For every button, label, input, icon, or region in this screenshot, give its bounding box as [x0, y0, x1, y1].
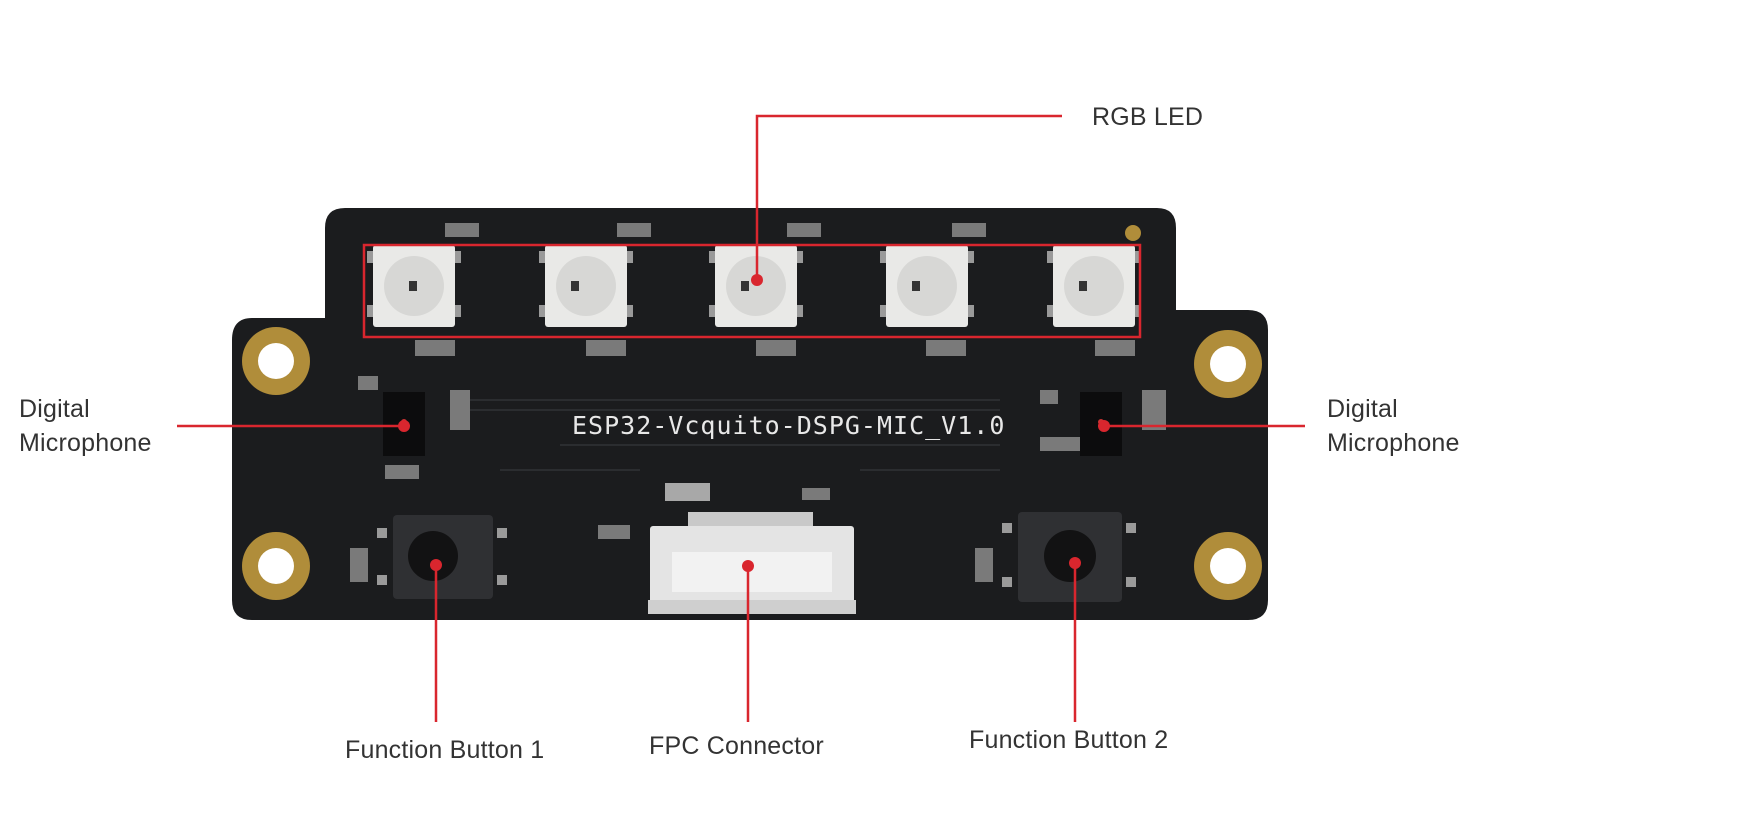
label-line: Microphone	[1327, 429, 1460, 457]
rgb-led	[709, 245, 803, 327]
rgb-led	[1047, 245, 1141, 327]
leader-lines	[177, 114, 1305, 722]
leader-endpoints	[398, 274, 1110, 572]
function-button-1	[377, 515, 507, 599]
label-line: Microphone	[19, 429, 152, 457]
smd-components	[350, 223, 1166, 582]
label-rgb-led: RGB LED	[1092, 103, 1204, 131]
label-line: Digital	[19, 395, 90, 423]
led-highlight-box	[362, 243, 1142, 339]
rgb-led	[367, 245, 461, 327]
rgb-led	[539, 245, 633, 327]
label-digital-microphone-right: Digital Microphone	[1327, 392, 1460, 460]
label-fpc-connector: FPC Connector	[649, 732, 824, 760]
label-digital-microphone-left: Digital Microphone	[19, 392, 152, 460]
label-line: Digital	[1327, 395, 1398, 423]
function-button-2	[1002, 512, 1136, 602]
label-function-button-1: Function Button 1	[345, 736, 545, 764]
fiducial-dot	[1125, 225, 1141, 241]
board-silkscreen: ESP32-Vcquito-DSPG-MIC_V1.0	[572, 411, 1005, 440]
rgb-led-row	[367, 245, 1141, 327]
board-traces	[470, 399, 1000, 471]
mounting-holes	[242, 327, 1262, 600]
rgb-led	[880, 245, 974, 327]
leader-line-rgb-led	[755, 114, 1062, 280]
label-function-button-2: Function Button 2	[969, 726, 1169, 754]
